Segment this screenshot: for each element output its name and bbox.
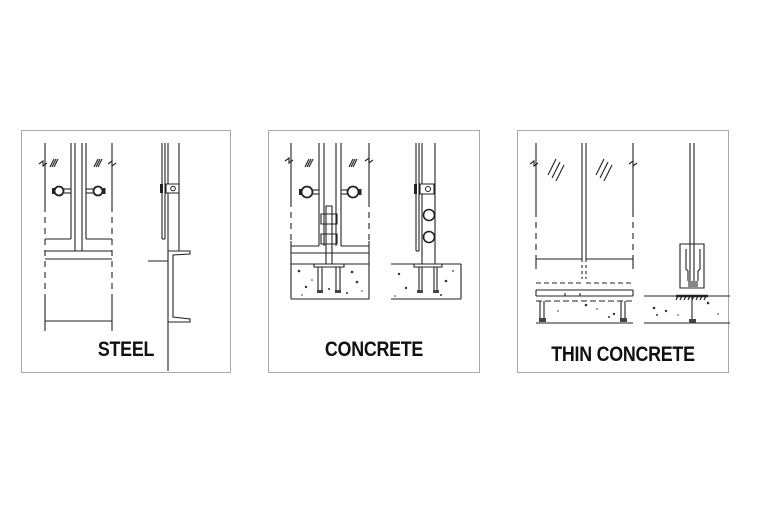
panel-steel: STEEL	[21, 130, 231, 373]
bolt-icon	[424, 232, 435, 243]
panel-label-thin-concrete: THIN CONCRETE	[551, 343, 695, 366]
side-clamp-icon	[420, 184, 434, 194]
grout-hatch	[676, 296, 708, 300]
steel-mount-drawing	[22, 131, 232, 374]
clamp-icon	[348, 187, 359, 198]
bolt-icon	[424, 210, 435, 221]
panel-label-concrete: CONCRETE	[324, 338, 424, 361]
concrete-mount-drawing	[269, 131, 481, 374]
side-clamp-icon	[166, 184, 179, 193]
thin-concrete-mount-drawing	[518, 131, 730, 374]
clamp-icon	[94, 187, 103, 196]
concrete-aggregate	[297, 269, 363, 296]
clamp-icon	[302, 187, 313, 198]
panel-concrete: CONCRETE	[268, 130, 480, 373]
panel-label-steel: STEEL	[97, 338, 155, 361]
panel-thin-concrete: THIN CONCRETE	[517, 130, 729, 373]
clamp-icon	[55, 187, 64, 196]
